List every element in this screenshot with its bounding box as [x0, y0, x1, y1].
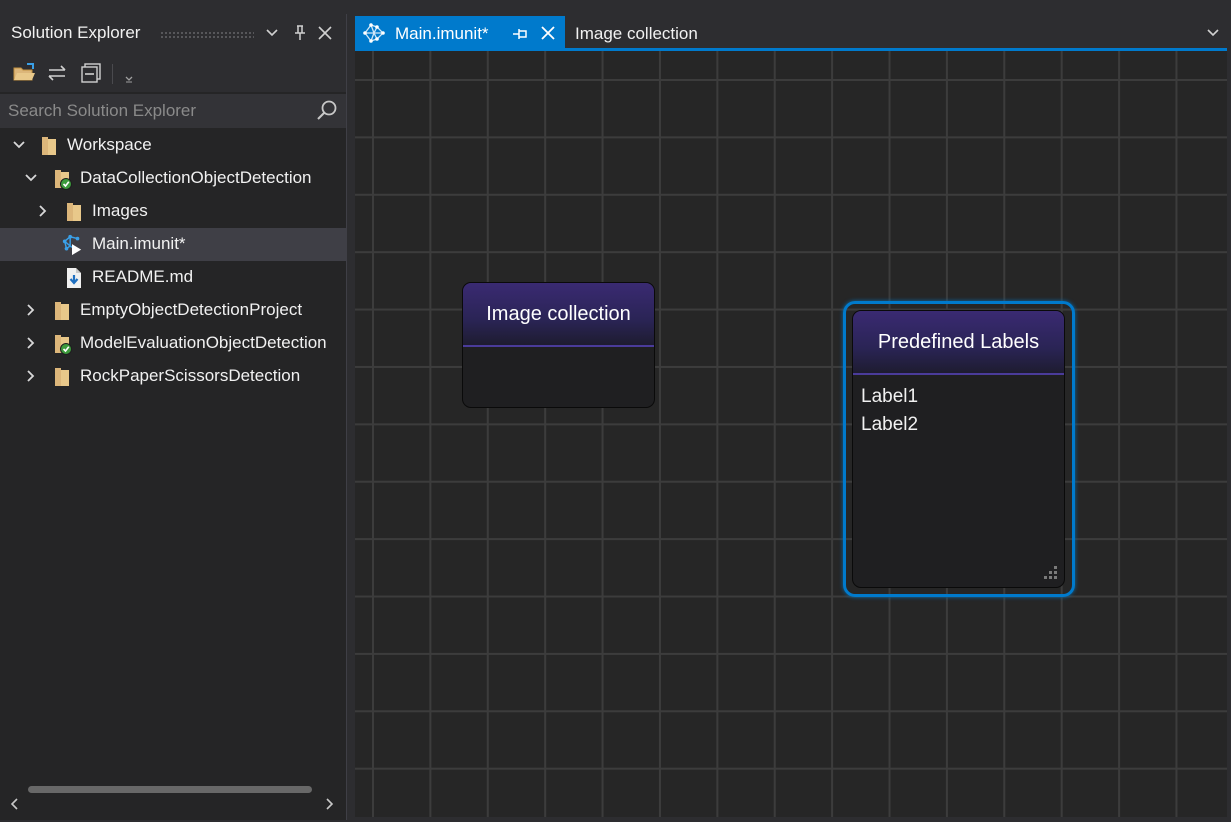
- pin-icon[interactable]: [290, 22, 310, 44]
- document-tab-bar: Main.imunit* Image collection: [355, 14, 1231, 50]
- chevron-right-icon[interactable]: [23, 368, 39, 384]
- node-title: Image collection: [463, 283, 654, 347]
- tree-item-modelevaluationobjectdetection[interactable]: ModelEvaluationObjectDetection: [0, 327, 346, 360]
- dropdown-icon[interactable]: [116, 66, 142, 90]
- close-icon[interactable]: [539, 24, 557, 42]
- chevron-down-icon[interactable]: [11, 137, 27, 153]
- tab-main-imunit[interactable]: Main.imunit*: [355, 16, 565, 50]
- tree-item-label: README.md: [92, 267, 194, 286]
- tree-item-label: ModelEvaluationObjectDetection: [80, 333, 327, 352]
- label-item[interactable]: Label2: [861, 414, 919, 435]
- node-title: Predefined Labels: [853, 311, 1064, 375]
- solution-explorer-titlebar: Solution Explorer: [0, 14, 346, 54]
- search-input[interactable]: Search Solution Explorer: [0, 94, 346, 128]
- project-icon: [55, 335, 72, 355]
- folder-icon: [55, 302, 69, 320]
- scrollbar-thumb[interactable]: [28, 786, 312, 793]
- solution-explorer-toolbar: [0, 54, 346, 92]
- node-labels-list: Label1 Label2: [853, 375, 1064, 447]
- solution-explorer-panel: Solution Explorer: [0, 14, 347, 820]
- tree-item-emptyobjectdetectionproject[interactable]: EmptyObjectDetectionProject: [0, 294, 346, 327]
- canvas-border: [1227, 48, 1231, 820]
- folder-icon: [55, 368, 69, 386]
- tree-item-readme[interactable]: README.md: [0, 261, 346, 294]
- tree-item-label: RockPaperScissorsDetection: [80, 366, 301, 385]
- tab-label: Main.imunit*: [395, 24, 489, 43]
- chevron-down-icon[interactable]: [1205, 26, 1221, 40]
- tree-item-images[interactable]: Images: [0, 195, 346, 228]
- search-placeholder: Search Solution Explorer: [8, 101, 197, 120]
- collapse-all-icon[interactable]: [78, 61, 104, 85]
- tab-image-collection[interactable]: Image collection: [575, 24, 698, 43]
- selection-highlight: [843, 301, 1075, 597]
- node-predefined-labels[interactable]: Predefined Labels Label1 Label2: [852, 310, 1065, 588]
- tree-item-rockpaperscissorsdetection[interactable]: RockPaperScissorsDetection: [0, 360, 346, 393]
- tree-item-label: EmptyObjectDetectionProject: [80, 300, 303, 319]
- markdown-file-icon: [67, 268, 81, 288]
- open-folder-icon[interactable]: [11, 61, 37, 85]
- tree-item-main-imunit[interactable]: Main.imunit*: [0, 228, 346, 261]
- unit-file-icon: [62, 234, 82, 256]
- chevron-right-icon[interactable]: [23, 335, 39, 351]
- chevron-right-icon[interactable]: [322, 796, 338, 812]
- tab-underline: [355, 48, 1227, 51]
- folder-icon: [42, 137, 56, 155]
- drag-grip[interactable]: [160, 31, 254, 39]
- unit-file-icon: [363, 23, 385, 43]
- tree-item-label: Main.imunit*: [92, 234, 186, 253]
- resize-grip-icon[interactable]: [1041, 563, 1059, 581]
- node-image-collection[interactable]: Image collection: [462, 282, 655, 408]
- project-icon: [55, 170, 72, 190]
- folder-icon: [67, 203, 81, 221]
- tree-item-workspace[interactable]: Workspace: [0, 129, 346, 162]
- toolbar-separator: [112, 64, 113, 84]
- tree-item-label: Images: [92, 201, 148, 220]
- tree-item-datacollectionobjectdetection[interactable]: DataCollectionObjectDetection: [0, 162, 346, 195]
- horizontal-scrollbar[interactable]: [0, 788, 346, 820]
- tree-item-label: Workspace: [67, 135, 152, 154]
- close-icon[interactable]: [315, 22, 335, 44]
- pin-icon[interactable]: [511, 25, 529, 43]
- chevron-down-icon[interactable]: [262, 22, 282, 44]
- sync-icon[interactable]: [44, 61, 70, 85]
- window-top-strip: [0, 0, 1231, 14]
- bottom-strip: [355, 817, 1231, 822]
- tree-item-label: DataCollectionObjectDetection: [80, 168, 312, 187]
- chevron-down-icon[interactable]: [23, 170, 39, 186]
- chevron-right-icon[interactable]: [35, 203, 51, 219]
- solution-explorer-title: Solution Explorer: [11, 23, 141, 42]
- node-canvas[interactable]: Image collection Predefined Labels Label…: [355, 51, 1227, 817]
- chevron-left-icon[interactable]: [6, 796, 22, 812]
- label-item[interactable]: Label1: [861, 386, 919, 407]
- search-icon[interactable]: [314, 99, 340, 123]
- chevron-right-icon[interactable]: [23, 302, 39, 318]
